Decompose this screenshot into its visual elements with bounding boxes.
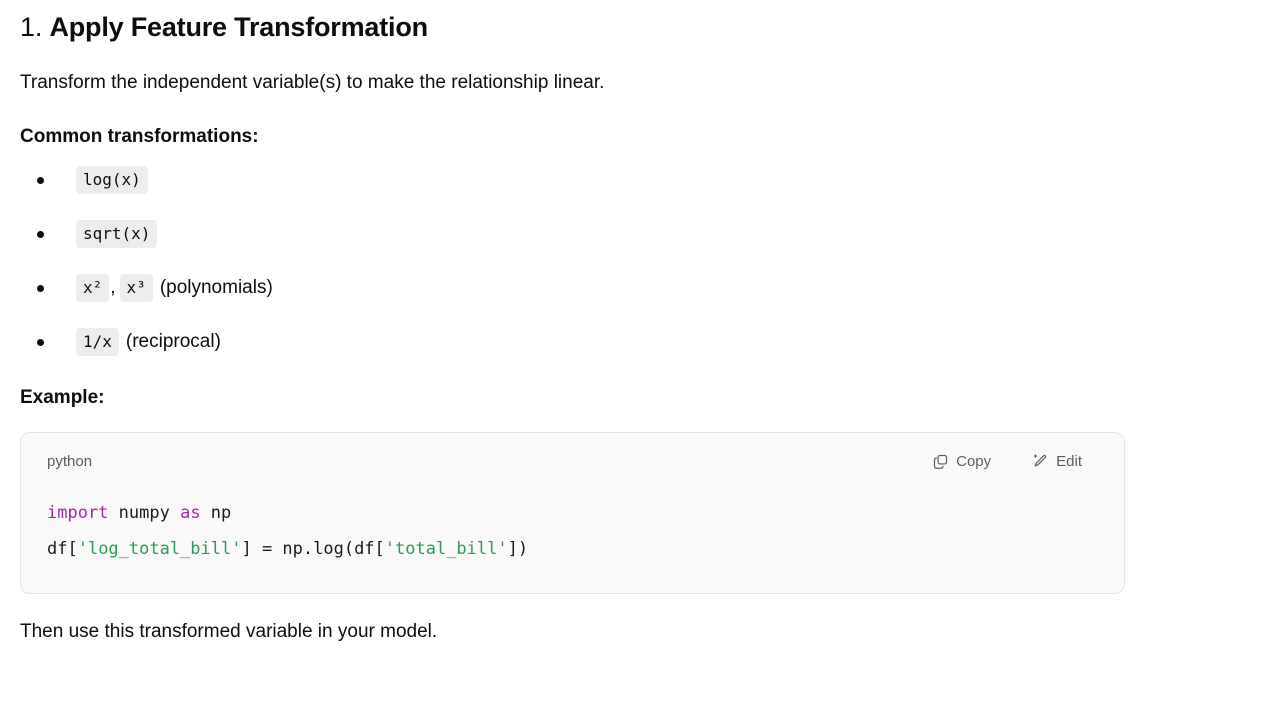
transformations-list: log(x) sqrt(x) x²,x³ (polynomials) 1/x (re… bbox=[20, 150, 1253, 358]
edit-button-label: Edit bbox=[1056, 452, 1082, 470]
inline-code-chip: x² bbox=[76, 274, 110, 302]
inline-code-chip-secondary: x³ bbox=[119, 274, 153, 302]
edit-sparkle-icon bbox=[1033, 453, 1048, 469]
code-block-actions: Copy Edit bbox=[931, 451, 1104, 472]
list-item: sqrt(x) bbox=[20, 218, 1253, 250]
code-token: ]) bbox=[507, 539, 529, 559]
copy-button-label: Copy bbox=[956, 452, 992, 470]
code-block: python Copy bbox=[20, 432, 1125, 594]
section-title-text: Apply Feature Transformation bbox=[49, 12, 428, 42]
list-item: x²,x³ (polynomials) bbox=[20, 272, 1253, 304]
list-item-note: (polynomials) bbox=[159, 277, 273, 298]
code-block-header: python Copy bbox=[21, 433, 1124, 489]
code-token-string: 'log_total_bill' bbox=[77, 539, 242, 559]
code-token-keyword: import bbox=[47, 503, 109, 523]
code-token: ] = np.log(df[ bbox=[241, 539, 385, 559]
code-token-string: 'total_bill' bbox=[384, 539, 508, 559]
intro-paragraph: Transform the independent variable(s) to… bbox=[20, 72, 605, 93]
code-token: df[ bbox=[47, 539, 78, 559]
code-line: df['log_total_bill'] = np.log(df['total_… bbox=[47, 539, 528, 559]
bullet-icon bbox=[37, 231, 44, 238]
copy-button[interactable]: Copy bbox=[931, 451, 993, 472]
bullet-icon bbox=[37, 339, 44, 346]
inline-code-chip: sqrt(x) bbox=[76, 220, 158, 248]
example-label: Example: bbox=[20, 387, 105, 408]
inline-code-chip: 1/x bbox=[76, 328, 119, 356]
edit-button[interactable]: Edit bbox=[1031, 451, 1084, 472]
inline-code-chip: log(x) bbox=[76, 166, 148, 194]
code-token-keyword: as bbox=[180, 503, 201, 523]
code-token: numpy bbox=[108, 503, 181, 523]
code-line: import numpy as np bbox=[47, 503, 231, 523]
code-separator: , bbox=[110, 277, 116, 298]
bullet-icon bbox=[37, 177, 44, 184]
common-transformations-label: Common transformations: bbox=[20, 126, 259, 147]
list-item: log(x) bbox=[20, 164, 1253, 196]
page-title: 1. Apply Feature Transformation bbox=[20, 0, 1253, 46]
code-token: np bbox=[200, 503, 232, 523]
code-language-label: python bbox=[47, 452, 93, 470]
list-item: 1/x (reciprocal) bbox=[20, 326, 1253, 358]
list-item-note: (reciprocal) bbox=[125, 331, 221, 352]
section-number: 1. bbox=[20, 12, 43, 42]
bullet-icon bbox=[37, 285, 44, 292]
closing-paragraph: Then use this transformed variable in yo… bbox=[20, 621, 438, 642]
copy-icon bbox=[933, 454, 948, 469]
code-block-content[interactable]: import numpy as np df['log_total_bill'] … bbox=[21, 489, 1124, 593]
